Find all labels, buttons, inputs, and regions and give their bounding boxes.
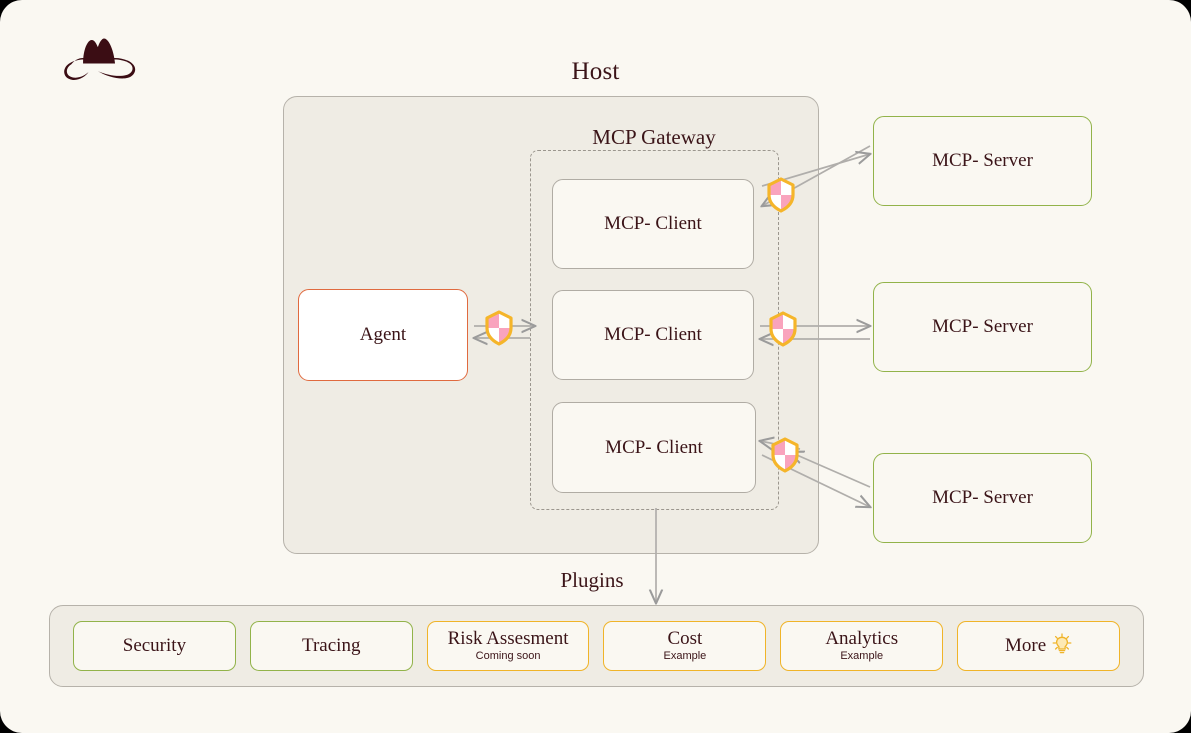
plugin-label: Security [122, 635, 187, 657]
plugin-label: Tracing [302, 635, 361, 657]
shield-icon [771, 437, 799, 473]
mcp-server-label: MCP- Server [932, 316, 1033, 337]
mcp-server-node-2[interactable]: MCP- Server [873, 282, 1092, 372]
mcp-server-node-3[interactable]: MCP- Server [873, 453, 1092, 543]
agent-node[interactable]: Agent [298, 289, 468, 381]
plugin-more[interactable]: More [957, 621, 1120, 671]
plugin-security[interactable]: Security [73, 621, 236, 671]
mcp-client-label: MCP- Client [605, 436, 703, 458]
gateway-label: MCP Gateway [592, 125, 716, 149]
plugin-label: Analytics [825, 628, 899, 650]
shield-icon [485, 310, 513, 346]
mcp-server-node-1[interactable]: MCP- Server [873, 116, 1092, 206]
plugin-label: Cost [667, 628, 703, 650]
shield-icon [769, 311, 797, 347]
plugin-cost[interactable]: Cost Example [603, 621, 767, 671]
plugin-sublabel: Coming soon [475, 650, 541, 663]
plugin-sublabel: Example [663, 650, 707, 663]
plugin-risk-assessment[interactable]: Risk Assesment Coming soon [426, 621, 590, 671]
mcp-client-node-1[interactable]: MCP- Client [552, 179, 754, 269]
plugin-label: More [1004, 635, 1047, 657]
lightbulb-icon [1052, 632, 1072, 660]
plugins-label: Plugins [560, 568, 624, 592]
plugin-sublabel: Example [840, 650, 884, 663]
cowboy-hat-icon [62, 32, 140, 84]
plugin-analytics[interactable]: Analytics Example [780, 621, 944, 671]
mcp-client-node-2[interactable]: MCP- Client [552, 290, 754, 380]
mcp-client-label: MCP- Client [604, 213, 702, 234]
mcp-client-node-3[interactable]: MCP- Client [552, 402, 756, 493]
mcp-client-label: MCP- Client [604, 324, 702, 345]
shield-icon [767, 177, 795, 213]
plugins-container: Security Tracing Risk Assesment Coming s… [49, 605, 1144, 687]
plugin-label: Risk Assesment [447, 628, 569, 650]
agent-label: Agent [359, 324, 407, 345]
mcp-server-label: MCP- Server [932, 487, 1033, 508]
page-title-host: Host [571, 58, 620, 85]
plugin-tracing[interactable]: Tracing [249, 621, 413, 671]
mcp-server-label: MCP- Server [932, 150, 1033, 171]
